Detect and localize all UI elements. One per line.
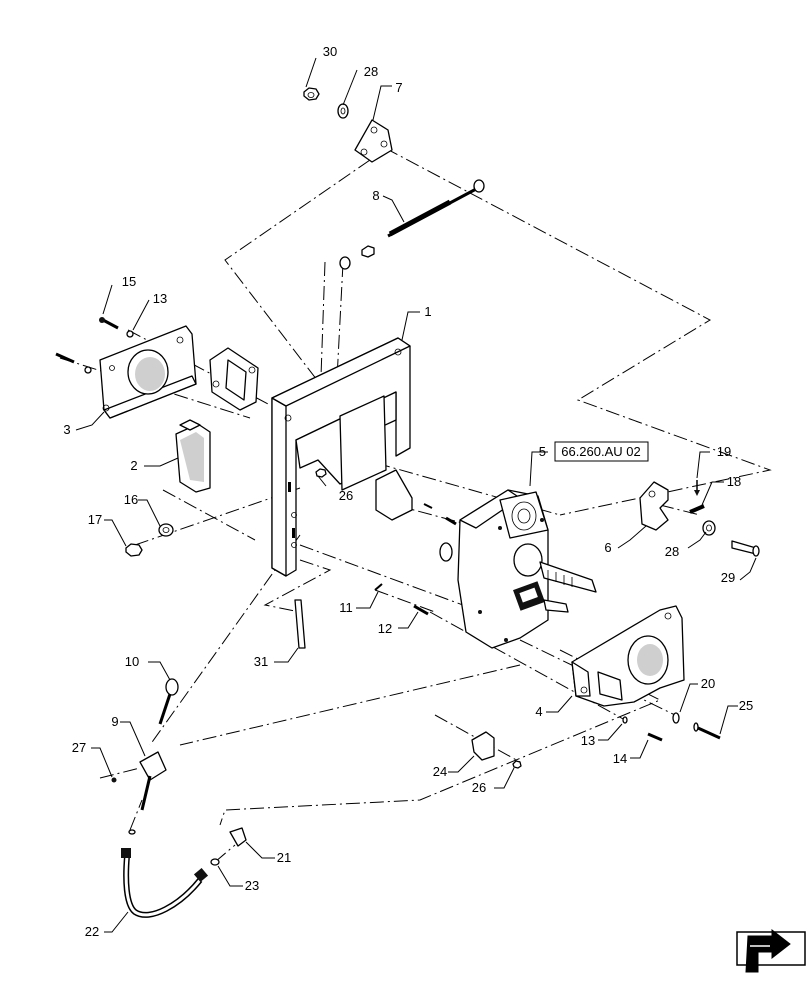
callout-14: 14 xyxy=(613,751,627,766)
callout-23: 23 xyxy=(245,878,259,893)
callout-29: 29 xyxy=(721,570,735,585)
callout-12: 12 xyxy=(378,621,392,636)
callout-labels: 30 28 7 8 15 13 1 3 2 16 17 26 5 19 18 6… xyxy=(63,44,753,939)
callout-31: 31 xyxy=(254,654,268,669)
part-23-washer xyxy=(210,858,220,866)
callout-28-right: 28 xyxy=(665,544,679,559)
part-26-bolt-frame xyxy=(315,468,327,478)
part-13-lower-washer xyxy=(622,716,628,724)
part-22-cable xyxy=(121,829,209,918)
part-gearbox-bolt xyxy=(423,503,457,526)
part-25-bolt xyxy=(693,722,721,740)
callout-13-lower: 13 xyxy=(581,733,595,748)
callout-11: 11 xyxy=(339,600,353,615)
part-12-bolt xyxy=(413,604,429,616)
part-5-gearbox xyxy=(439,489,597,649)
part-19-screw xyxy=(694,480,700,496)
part-31-pin xyxy=(294,599,306,649)
callout-3: 3 xyxy=(63,422,70,437)
callout-28-top: 28 xyxy=(364,64,378,79)
reference-box-label: 66.260.AU 02 xyxy=(561,444,641,459)
part-3-plate xyxy=(99,325,197,419)
callout-13-top: 13 xyxy=(153,291,167,306)
part-28-washer-top xyxy=(337,103,349,119)
part-24-bracket xyxy=(471,731,495,761)
callout-6: 6 xyxy=(604,540,611,555)
part-1-main-frame xyxy=(271,337,413,577)
part-support-casting xyxy=(209,347,259,411)
callout-2: 2 xyxy=(130,458,137,473)
callout-30: 30 xyxy=(323,44,337,59)
part-2-bracket xyxy=(175,419,211,493)
part-13-washer xyxy=(126,330,134,338)
callout-26-frame: 26 xyxy=(339,488,353,503)
callout-4: 4 xyxy=(535,704,542,719)
part-30-nut xyxy=(303,87,320,101)
callout-17: 17 xyxy=(88,512,102,527)
part-26-nut-lower xyxy=(512,760,522,769)
part-8-threaded-rod xyxy=(339,179,485,270)
part-6-bracket xyxy=(639,481,669,531)
callout-18: 18 xyxy=(727,474,741,489)
part-16-washer xyxy=(158,523,174,537)
part-20-washer xyxy=(672,712,680,724)
next-page-arrow-icon[interactable] xyxy=(736,928,806,973)
reference-box[interactable]: 66.260.AU 02 xyxy=(554,441,649,462)
part-plate-bolt xyxy=(55,352,92,374)
part-29-bolt xyxy=(731,540,760,557)
callout-26-lower: 26 xyxy=(472,780,486,795)
part-21-elbow-fitting xyxy=(229,827,247,847)
callout-20: 20 xyxy=(701,676,715,691)
callout-24: 24 xyxy=(433,764,447,779)
part-11-pin xyxy=(374,583,383,591)
leader-lines xyxy=(75,57,757,933)
part-18-bolt xyxy=(689,504,705,514)
part-28-washer-right xyxy=(702,520,716,536)
part-15-bolt xyxy=(99,317,119,330)
callout-9: 9 xyxy=(111,714,118,729)
part-10-pin xyxy=(158,678,179,725)
callout-7: 7 xyxy=(395,80,402,95)
part-27-nut xyxy=(111,777,117,783)
callout-22: 22 xyxy=(85,924,99,939)
callout-21: 21 xyxy=(277,850,291,865)
callout-1: 1 xyxy=(424,304,431,319)
callout-10: 10 xyxy=(125,654,139,669)
callout-27: 27 xyxy=(72,740,86,755)
part-14-bolt xyxy=(647,732,663,742)
callout-15: 15 xyxy=(122,274,136,289)
callout-19: 19 xyxy=(717,444,731,459)
callout-5: 5 xyxy=(539,444,546,459)
part-4-housing xyxy=(571,605,685,707)
callout-25: 25 xyxy=(739,698,753,713)
callout-16: 16 xyxy=(124,492,138,507)
part-7-bracket xyxy=(354,119,393,163)
callout-8: 8 xyxy=(372,188,379,203)
part-9-lever xyxy=(139,751,167,811)
part-17-nut xyxy=(125,543,143,557)
